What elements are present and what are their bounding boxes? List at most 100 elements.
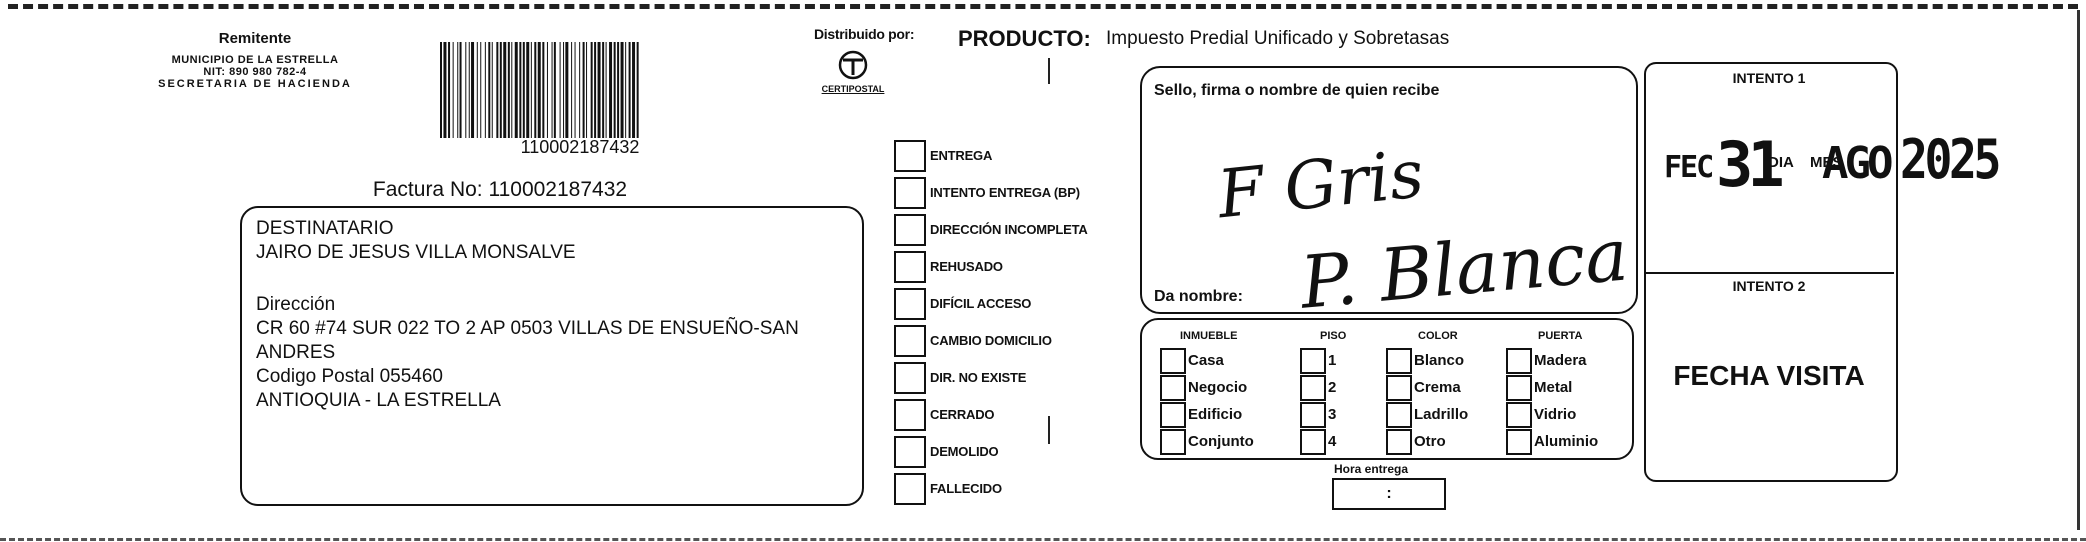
property-option-label: Vidrio	[1534, 406, 1577, 423]
barcode-bar	[586, 42, 588, 138]
delivery-option-checkbox[interactable]	[894, 214, 926, 246]
barcode-bar	[605, 42, 607, 138]
property-checkbox[interactable]	[1506, 429, 1532, 455]
property-column-header: PISO	[1320, 330, 1347, 342]
barcode-bar	[636, 42, 639, 138]
barcode-bar	[488, 42, 491, 138]
barcode-bar	[534, 42, 537, 138]
property-checkbox[interactable]	[1300, 429, 1326, 455]
barcode-bar	[522, 42, 525, 138]
property-checkbox[interactable]	[1506, 348, 1532, 374]
invoice-number: Factura No: 110002187432	[372, 178, 628, 201]
barcode-bar	[546, 42, 548, 138]
attempt-1-title: INTENTO 1	[1732, 70, 1806, 86]
barcode-bar	[511, 42, 513, 138]
delivery-option-label: DIR. NO EXISTE	[930, 370, 1027, 385]
delivery-option-checkbox[interactable]	[894, 436, 926, 468]
sender-office: SECRETARIA DE HACIENDA	[158, 78, 352, 90]
property-checkbox[interactable]	[1160, 348, 1186, 374]
property-checkbox[interactable]	[1386, 375, 1412, 401]
delivery-option-checkbox[interactable]	[894, 362, 926, 394]
barcode-bar	[597, 42, 601, 138]
property-option-label: 1	[1328, 352, 1337, 369]
barcode-bar	[465, 42, 467, 138]
property-checkbox[interactable]	[1386, 348, 1412, 374]
property-checkbox[interactable]	[1300, 375, 1326, 401]
attempt-2-title: INTENTO 2	[1732, 278, 1806, 294]
barcode-bar	[491, 42, 493, 138]
barcode-bar	[620, 42, 624, 138]
property-checkbox[interactable]	[1160, 375, 1186, 401]
property-option-label: Ladrillo	[1414, 406, 1469, 423]
tick-mark	[1048, 416, 1050, 444]
barcode-bar	[559, 42, 561, 138]
barcode	[440, 42, 639, 138]
address-line-2: ANDRES	[256, 342, 336, 363]
property-checkbox[interactable]	[1506, 375, 1532, 401]
delivery-option-checkbox[interactable]	[894, 473, 926, 505]
handwriting-line-1: F Gris	[1213, 135, 1427, 233]
barcode-bar	[617, 42, 620, 138]
hora-entrega-label: Hora entrega	[1334, 462, 1409, 476]
property-option-label: 3	[1328, 406, 1337, 423]
barcode-bar	[571, 42, 573, 138]
delivery-option-checkbox[interactable]	[894, 140, 926, 172]
certipostal-logo-icon	[838, 50, 868, 80]
barcode-bar	[480, 42, 482, 138]
delivery-option-label: INTENTO ENTREGA (BP)	[930, 185, 1080, 200]
delivery-option-checkbox[interactable]	[894, 399, 926, 431]
right-edge	[2077, 10, 2080, 530]
recipient-name: JAIRO DE JESUS VILLA MONSALVE	[256, 242, 576, 263]
property-checkbox[interactable]	[1160, 402, 1186, 428]
barcode-bar	[565, 42, 569, 138]
delivery-option-checkbox[interactable]	[894, 251, 926, 283]
property-checkbox[interactable]	[1300, 402, 1326, 428]
delivery-option-checkbox[interactable]	[894, 325, 926, 357]
hora-entrega-field[interactable]: :	[1332, 478, 1446, 510]
barcode-bar	[574, 42, 576, 138]
stamp-month-label: MES	[1810, 154, 1843, 171]
barcode-bar	[590, 42, 593, 138]
property-option-label: Conjunto	[1188, 433, 1254, 450]
property-checkbox[interactable]	[1300, 348, 1326, 374]
handwriting-line-2: P. Blanca	[1295, 212, 1631, 310]
property-checkbox[interactable]	[1386, 402, 1412, 428]
delivery-option-checkbox[interactable]	[894, 288, 926, 320]
sender-nit: NIT: 890 980 782-4	[203, 66, 307, 78]
property-option-label: Otro	[1414, 433, 1446, 450]
delivery-option-label: REHUSADO	[930, 259, 1003, 274]
property-option-label: Crema	[1414, 379, 1461, 396]
barcode-bar	[457, 42, 459, 138]
delivery-option-label: DIRECCIÓN INCOMPLETA	[930, 222, 1088, 237]
barcode-bar	[551, 42, 553, 138]
property-checkbox[interactable]	[1160, 429, 1186, 455]
delivery-option-label: CAMBIO DOMICILIO	[930, 333, 1052, 348]
postal-code: Codigo Postal 055460	[256, 366, 443, 387]
address-label: Dirección	[256, 294, 336, 315]
stamp-day: 31	[1716, 128, 1785, 201]
barcode-bar	[613, 42, 616, 138]
barcode-bar	[499, 42, 502, 138]
stamp-month: AGO	[1822, 138, 1894, 189]
barcode-bar	[530, 42, 532, 138]
barcode-bar	[476, 42, 478, 138]
delivery-option-label: CERRADO	[930, 407, 995, 422]
barcode-bar	[503, 42, 507, 138]
barcode-bar	[440, 42, 442, 138]
barcode-bar	[468, 42, 470, 138]
property-option-label: Metal	[1534, 379, 1573, 396]
property-checkbox[interactable]	[1386, 429, 1412, 455]
barcode-bar	[459, 42, 462, 138]
barcode-bar	[452, 42, 454, 138]
barcode-bar	[448, 42, 451, 138]
fecha-visita-label: FECHA VISITA	[1673, 360, 1865, 391]
recipient-city: ANTIOQUIA - LA ESTRELLA	[256, 390, 501, 411]
barcode-bar	[632, 42, 636, 138]
property-checkbox[interactable]	[1506, 402, 1532, 428]
barcode-bar	[526, 42, 530, 138]
delivery-option-label: ENTREGA	[930, 148, 993, 163]
delivery-option-checkbox[interactable]	[894, 177, 926, 209]
sender-name: MUNICIPIO DE LA ESTRELLA	[171, 54, 339, 66]
barcode-bar	[471, 42, 475, 138]
barcode-bar	[514, 42, 518, 138]
